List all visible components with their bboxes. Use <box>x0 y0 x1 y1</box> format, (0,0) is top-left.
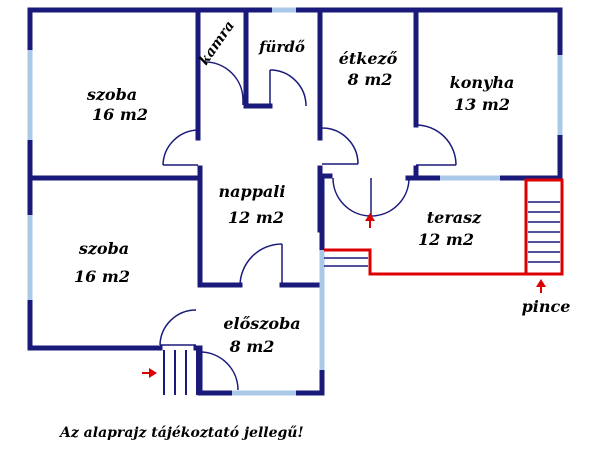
arrow-icon <box>142 213 546 378</box>
room-eloszoba-name: előszoba <box>223 314 300 333</box>
room-eloszoba-area: 8 m2 <box>229 337 275 356</box>
room-nappali-area: 12 m2 <box>228 208 284 227</box>
terrace-steps <box>324 257 368 267</box>
room-etkezo-name: étkező <box>339 49 398 68</box>
room-szoba-bottom-area: 16 m2 <box>74 267 130 286</box>
terrace-outline <box>324 178 564 276</box>
entrance-steps <box>163 350 198 395</box>
room-szoba-bottom-name: szoba <box>78 239 129 258</box>
room-etkezo-area: 8 m2 <box>347 70 393 89</box>
walls <box>27 7 563 396</box>
windows <box>27 7 563 396</box>
room-szoba-top-area: 16 m2 <box>92 105 148 124</box>
room-konyha-name: konyha <box>450 73 515 92</box>
room-furdo-name: fürdő <box>258 38 305 56</box>
room-terasz-area: 12 m2 <box>418 230 474 249</box>
doors <box>159 61 457 391</box>
room-nappali-name: nappali <box>219 182 286 201</box>
pince-label: pince <box>522 297 571 316</box>
room-terasz-name: terasz <box>427 208 482 227</box>
room-konyha-area: 13 m2 <box>454 95 510 114</box>
room-szoba-top-name: szoba <box>86 85 137 104</box>
cellar-stairs <box>528 201 560 263</box>
disclaimer-note: Az alaprajz tájékoztató jellegű! <box>58 425 304 441</box>
room-kamra-name: kamra <box>196 18 238 68</box>
